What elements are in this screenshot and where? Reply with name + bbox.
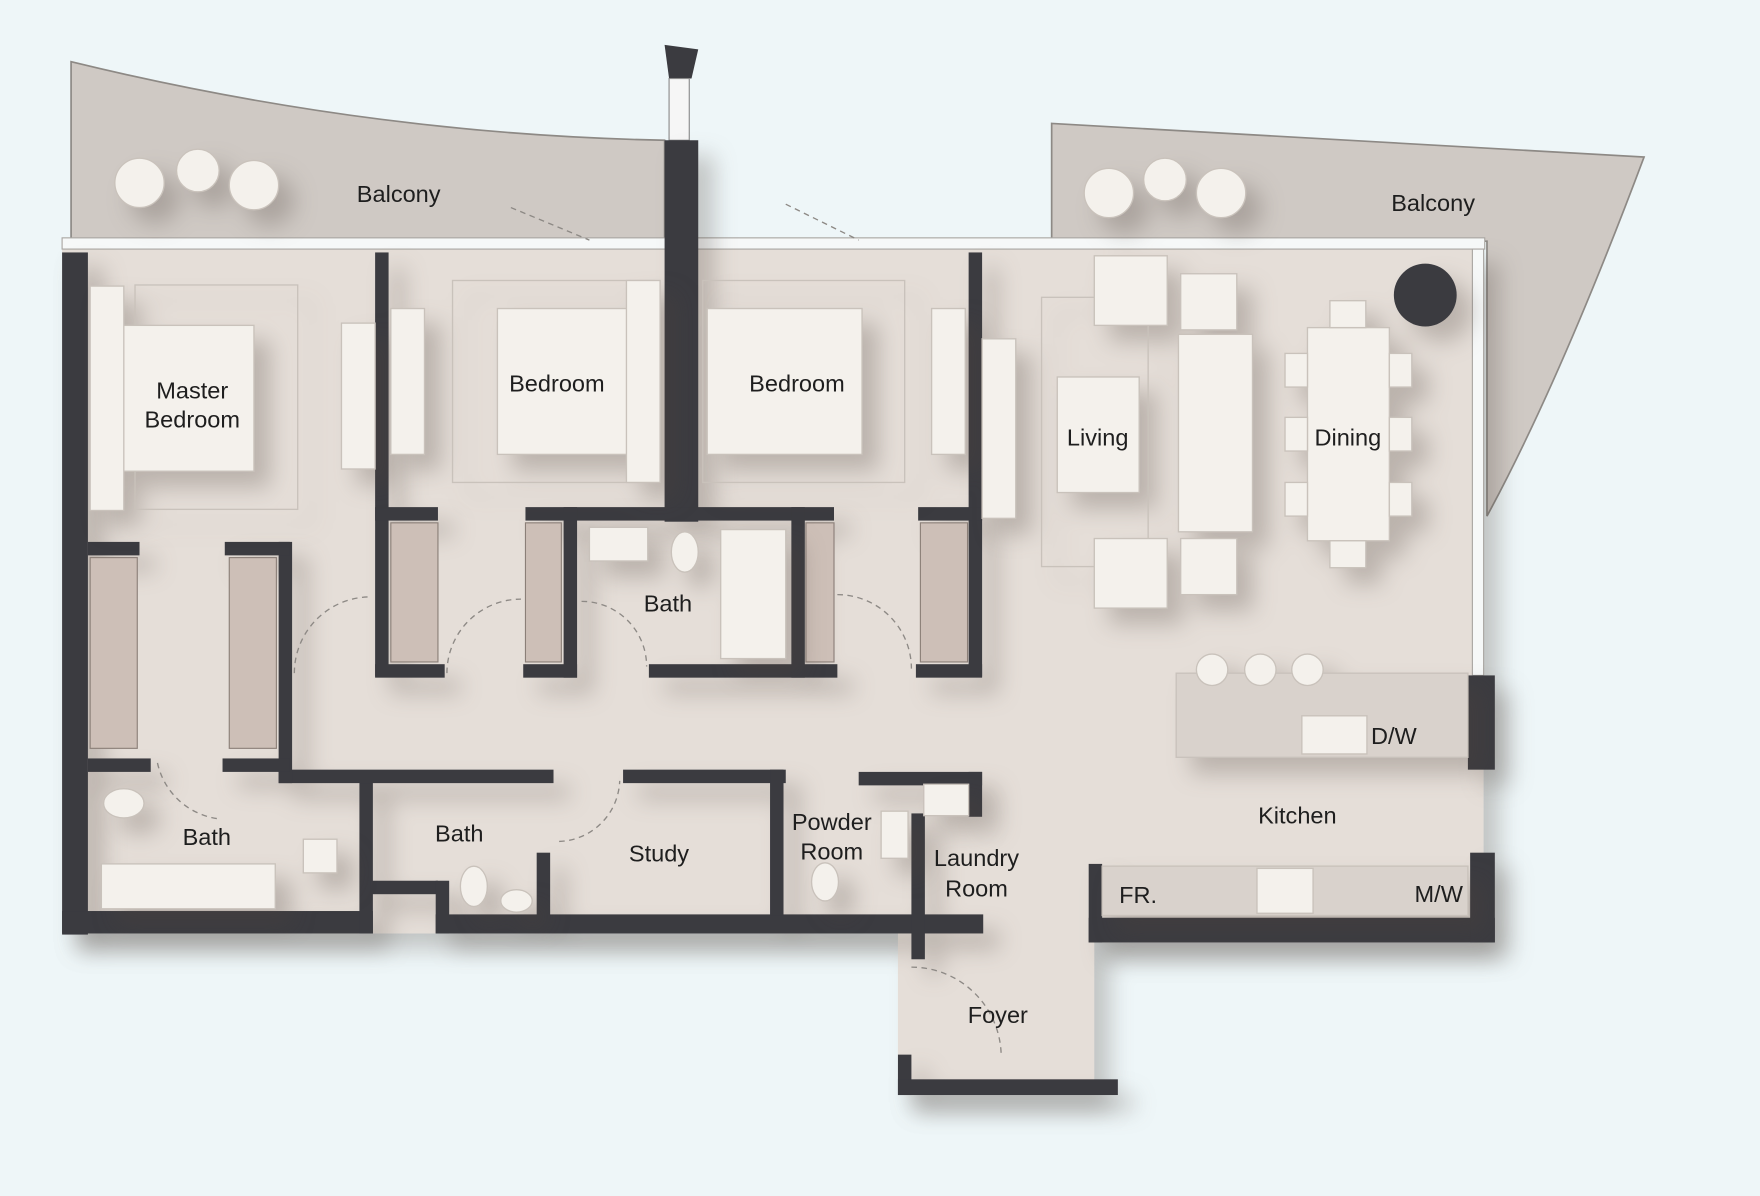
planter	[1393, 263, 1457, 327]
label-bath-lower: Bath	[435, 820, 483, 846]
window-strip	[61, 237, 1486, 250]
label-powder-room-1: Powder	[792, 809, 872, 835]
label-bedroom-2: Bedroom	[749, 371, 845, 397]
master-bed	[98, 324, 255, 472]
label-living: Living	[1067, 424, 1129, 450]
label-balcony-right: Balcony	[1391, 190, 1475, 216]
label-master-bedroom-1: Master	[156, 377, 228, 403]
label-bedroom-1: Bedroom	[509, 371, 605, 397]
label-bath-master: Bath	[183, 824, 231, 850]
sofa	[1177, 333, 1254, 533]
label-bath-center: Bath	[644, 590, 692, 616]
window-strip-right	[1471, 248, 1485, 676]
armchair	[1093, 537, 1168, 609]
label-dining: Dining	[1314, 424, 1381, 450]
chimney	[664, 44, 699, 79]
label-fridge: FR.	[1119, 882, 1157, 908]
label-foyer: Foyer	[968, 1002, 1028, 1028]
label-kitchen: Kitchen	[1258, 803, 1337, 829]
label-powder-room-2: Room	[800, 838, 863, 864]
wardrobes	[89, 522, 969, 749]
bathtub	[720, 528, 787, 660]
label-microwave: M/W	[1415, 881, 1464, 907]
bedroom-2-bed	[706, 307, 863, 456]
label-dishwasher: D/W	[1371, 723, 1418, 749]
furniture	[89, 148, 1469, 917]
label-laundry-room-2: Room	[945, 875, 1008, 901]
coffee-table	[1056, 376, 1140, 494]
label-study: Study	[629, 841, 689, 867]
label-balcony-left: Balcony	[357, 181, 441, 207]
walls	[62, 140, 1495, 1096]
label-laundry-room-1: Laundry	[934, 845, 1019, 871]
balcony-right-area	[1050, 122, 1646, 517]
balcony-left-area	[70, 60, 666, 243]
door-swings	[156, 203, 1002, 1055]
label-master-bedroom-2: Bedroom	[144, 406, 240, 432]
armchair	[1093, 255, 1168, 327]
